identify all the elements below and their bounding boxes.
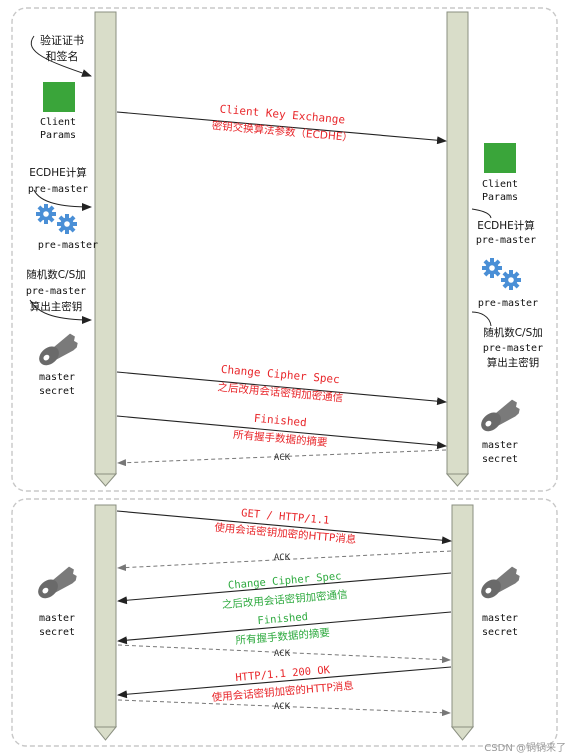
ack-label-3: ACK — [274, 702, 291, 712]
client-lifeline-bottom — [93, 504, 118, 741]
right-client-params-line2: Params — [482, 192, 518, 203]
left-client-params-icon — [43, 82, 75, 112]
server-finished-label: Finished — [257, 611, 308, 627]
right-master-line2: secret — [482, 454, 518, 465]
left-master-line1: master — [39, 372, 75, 383]
http-response-desc: 使用会话密钥加密的HTTP消息 — [211, 679, 354, 704]
left-gears-icon — [36, 204, 77, 234]
server-change-cipher-spec-arrow — [117, 572, 452, 605]
finished-arrow — [116, 415, 447, 450]
right-random-line2: pre-master — [483, 343, 543, 354]
left-verify-line1: 验证证书 — [40, 33, 84, 47]
ack-arrow-3 — [117, 699, 451, 717]
bottom-panel — [11, 498, 558, 747]
ack-label-top: ACK — [274, 453, 291, 463]
bottom-right-master-line2: secret — [482, 627, 518, 638]
bottom-left-key-icon — [30, 565, 82, 604]
ack-arrow-top — [117, 449, 447, 467]
left-master-line2: secret — [39, 386, 75, 397]
right-client-params-line1: Client — [482, 179, 518, 190]
change-cipher-spec-arrow — [116, 371, 447, 406]
left-client-params-line1: Client — [40, 117, 76, 128]
left-ecdhe-line2: pre-master — [28, 184, 88, 195]
left-verify-line2: 和签名 — [46, 49, 79, 63]
bottom-left-master-line2: secret — [39, 627, 75, 638]
right-ecdhe-line2: pre-master — [476, 235, 536, 246]
left-key-icon — [31, 332, 83, 371]
left-ecdhe-line1: ECDHE计算 — [29, 166, 87, 179]
ack-arrow-2 — [117, 644, 451, 664]
bottom-left-master-line1: master — [39, 613, 75, 624]
right-gears-icon — [482, 258, 521, 290]
server-finished-arrow — [117, 611, 452, 645]
left-verify-pointer — [30, 35, 92, 77]
bottom-right-key-icon — [473, 565, 525, 604]
ack-label-2: ACK — [274, 649, 291, 659]
ack-label-1: ACK — [274, 553, 291, 563]
right-random-pointer — [471, 311, 492, 327]
server-change-cipher-spec-desc: 之后改用会话密钥加密通信 — [221, 588, 348, 611]
right-ecdhe-pointer — [471, 208, 492, 219]
watermark: CSDN @锅锅来了 — [484, 742, 566, 754]
right-pre-master-label: pre-master — [478, 298, 538, 309]
client-key-exchange-arrow — [116, 111, 447, 145]
left-random-line2: pre-master — [26, 286, 86, 297]
server-lifeline-top — [445, 11, 470, 487]
get-request-label: GET / HTTP/1.1 — [241, 507, 330, 527]
get-request-arrow — [116, 510, 452, 545]
left-random-line3: 算出主密钥 — [30, 300, 83, 313]
finished-label: Finished — [253, 412, 307, 430]
right-ecdhe-line1: ECDHE计算 — [477, 219, 535, 232]
left-client-params-line2: Params — [40, 130, 76, 141]
right-master-line1: master — [482, 440, 518, 451]
left-pre-master-label: pre-master — [38, 240, 98, 251]
right-key-icon — [473, 398, 525, 437]
left-random-line1: 随机数C/S加 — [26, 268, 86, 281]
top-panel — [11, 7, 558, 492]
left-ecdhe-pointer — [33, 189, 92, 211]
right-client-params-icon — [484, 143, 516, 173]
client-lifeline-top — [93, 11, 118, 487]
server-lifeline-bottom — [450, 504, 475, 741]
left-random-pointer — [29, 299, 92, 324]
get-request-desc: 使用会话密钥加密的HTTP消息 — [214, 521, 357, 546]
server-change-cipher-spec-label: Change Cipher Spec — [228, 570, 342, 591]
http-response-arrow — [117, 666, 452, 699]
right-random-line1: 随机数C/S加 — [483, 326, 543, 339]
right-random-line3: 算出主密钥 — [487, 356, 540, 369]
bottom-right-master-line1: master — [482, 613, 518, 624]
